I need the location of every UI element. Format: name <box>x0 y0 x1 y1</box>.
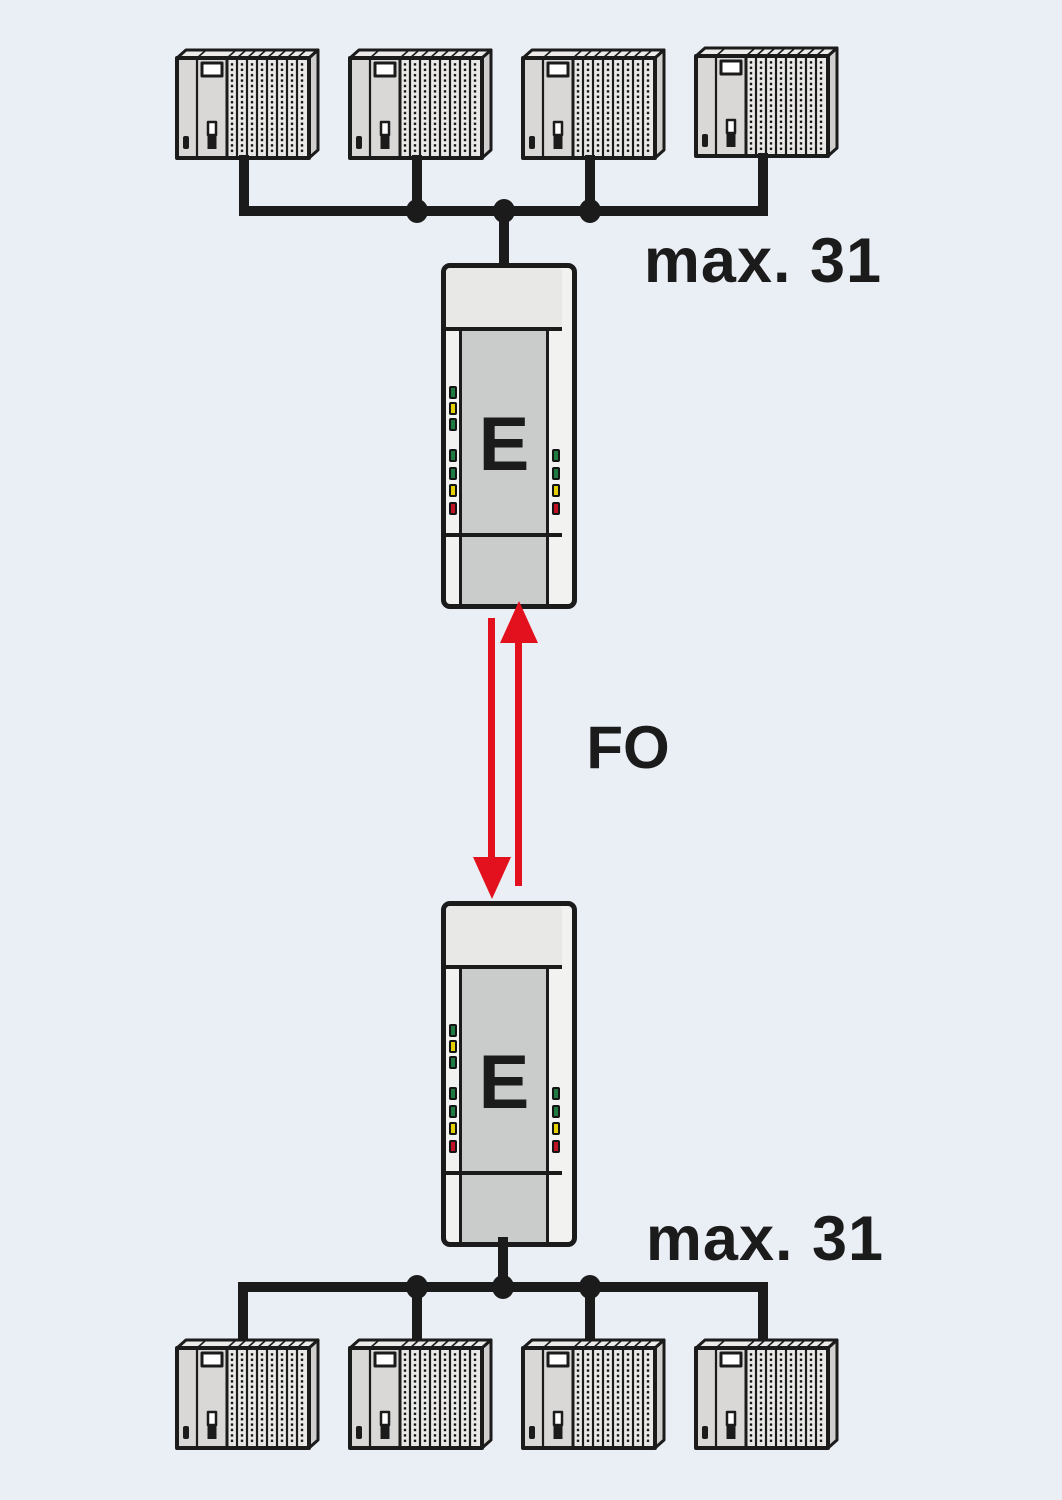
extender-module-bottom: E <box>441 901 577 1247</box>
led-red <box>551 1139 560 1153</box>
module-top-section <box>446 906 562 969</box>
drop-line <box>585 155 595 216</box>
drop-line <box>238 1287 248 1345</box>
led-green <box>448 1104 457 1118</box>
led-column <box>446 1087 459 1157</box>
plc-rack-icon <box>694 1338 839 1450</box>
fo-label: FO <box>586 714 670 781</box>
led-column <box>446 449 459 519</box>
led-green <box>551 449 560 462</box>
led-column <box>446 386 459 434</box>
led-column <box>549 449 562 519</box>
module-top-section <box>446 268 562 331</box>
plc-rack-icon <box>175 1338 320 1450</box>
max31-bottom-label: max. 31 <box>645 1204 885 1274</box>
led-green <box>448 1024 457 1037</box>
drop-line <box>585 1287 595 1345</box>
drop-line <box>239 155 249 216</box>
junction-dot <box>406 199 428 223</box>
led-yellow <box>448 402 457 415</box>
max31-top-label: max. 31 <box>643 226 883 296</box>
drop-line <box>412 1287 422 1345</box>
led-red <box>448 1139 457 1153</box>
led-green <box>448 386 457 399</box>
led-yellow <box>448 1122 457 1135</box>
led-green <box>551 466 560 480</box>
junction-dot <box>579 199 601 223</box>
drop-line <box>498 1237 508 1292</box>
plc-rack-icon <box>694 46 839 158</box>
led-green <box>551 1104 560 1118</box>
led-green <box>448 1056 457 1069</box>
module-label: E <box>478 402 530 487</box>
junction-dot <box>492 1275 514 1299</box>
drop-line <box>758 1287 768 1345</box>
extender-module-top: E <box>441 263 577 609</box>
module-panel <box>459 331 549 604</box>
module-divider <box>446 1171 562 1175</box>
led-green <box>448 466 457 480</box>
led-green <box>448 1087 457 1100</box>
junction-dot <box>579 1275 601 1299</box>
drop-line <box>758 153 768 216</box>
arrow-up-icon <box>500 601 538 643</box>
module-panel <box>459 969 549 1242</box>
junction-dot <box>406 1275 428 1299</box>
led-red <box>551 501 560 515</box>
arrow-up-icon <box>515 641 522 886</box>
led-green <box>551 1087 560 1100</box>
plc-rack-icon <box>521 1338 666 1450</box>
led-yellow <box>551 1122 560 1135</box>
plc-rack-icon <box>175 48 320 160</box>
led-yellow <box>551 484 560 497</box>
led-yellow <box>448 484 457 497</box>
led-column <box>549 1087 562 1157</box>
junction-dot <box>493 199 515 223</box>
led-green <box>448 449 457 462</box>
led-green <box>448 418 457 431</box>
module-label: E <box>478 1040 530 1125</box>
drop-line <box>499 211 509 268</box>
plc-rack-icon <box>348 48 493 160</box>
plc-rack-icon <box>348 1338 493 1450</box>
arrow-down-icon <box>488 618 495 860</box>
drop-line <box>412 155 422 216</box>
plc-rack-icon <box>521 48 666 160</box>
module-divider <box>446 533 562 537</box>
led-column <box>446 1024 459 1072</box>
led-yellow <box>448 1040 457 1053</box>
arrow-down-icon <box>473 857 511 899</box>
led-red <box>448 501 457 515</box>
